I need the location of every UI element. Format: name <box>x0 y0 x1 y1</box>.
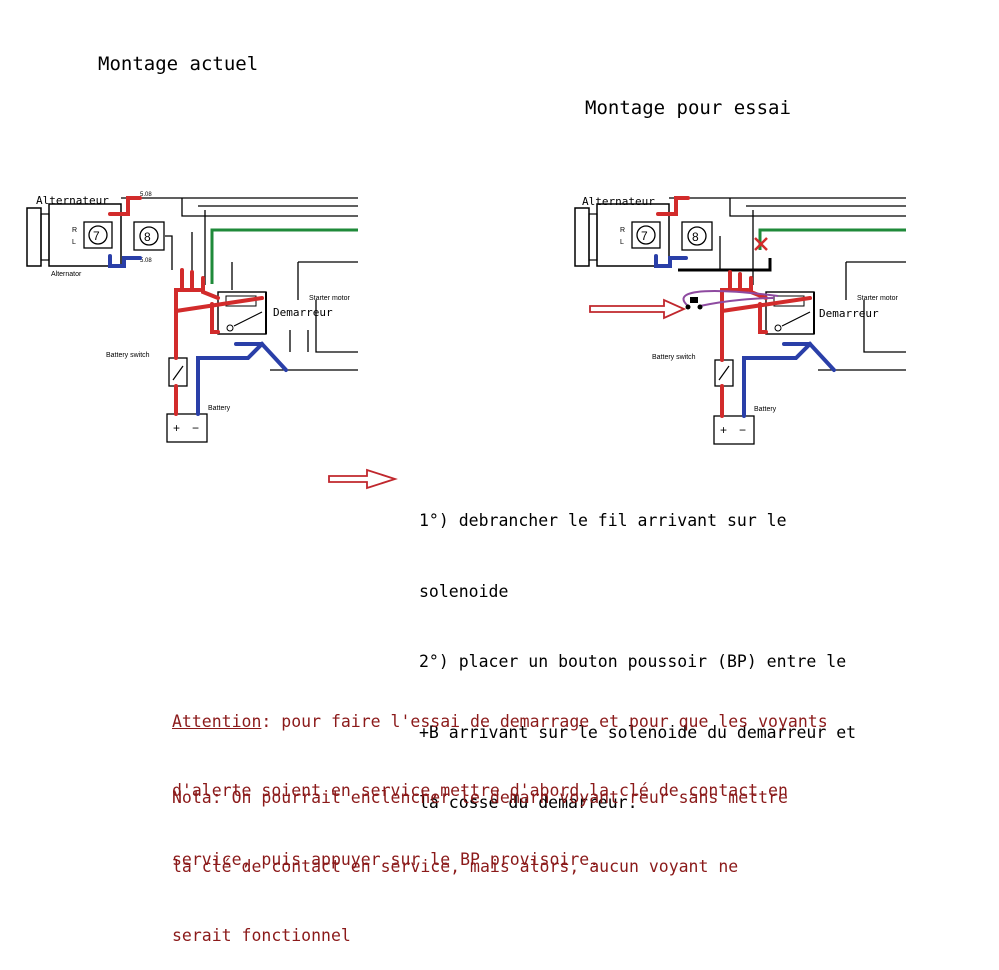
attention-label: Attention <box>172 712 262 731</box>
demarreur-label-2: Demarreur <box>819 307 879 320</box>
battery-label: Battery <box>208 405 231 412</box>
terminal-7-label-2: 7 <box>641 229 648 243</box>
terminal-r-label: R <box>72 227 77 234</box>
instruction-line-5: la cosse du demarreur. <box>419 793 638 812</box>
battery-plus-2: + <box>720 423 727 437</box>
attention-line-1: Attention: pour faire l'essai de demarra… <box>172 710 828 733</box>
starter-motor-label: Starter motor <box>309 295 351 302</box>
push-button-icon <box>682 290 779 310</box>
diagram-current: 7 R L Alternator 8 Alternateur 5 <box>26 192 358 443</box>
battery-plus: + <box>173 421 180 435</box>
demarreur-label: Demarreur <box>273 306 333 319</box>
battery-switch-label-2: Battery switch <box>652 354 696 361</box>
regulator-unit: 8 <box>133 221 165 251</box>
terminal-l-label: L <box>72 239 76 246</box>
alternateur-label-2: Alternateur <box>582 195 655 208</box>
terminal-8-label: 8 <box>144 230 151 244</box>
blue-wires <box>108 254 288 416</box>
nota-line-1: Nota: On pourrait enclencher le demarn v… <box>172 788 788 807</box>
diagram-test: 7 R L 8 Alternateur <box>574 195 906 445</box>
battery-icon-2: + − <box>713 415 755 445</box>
cut-mark-icon <box>754 237 768 251</box>
attention-line-2: d'alerte soient en service,mettre d'abor… <box>172 781 788 800</box>
terminal-l-label-2: L <box>620 239 624 246</box>
instruction-line-3: 2°) placer un bouton poussoir (BP) entre… <box>419 652 847 671</box>
starter-solenoid <box>217 291 267 335</box>
title-test-setup: Montage pour essai <box>585 97 791 119</box>
wiring-schematics: 7 R L Alternator 8 Alternateur 5 <box>26 192 906 490</box>
terminal-8-label-2: 8 <box>692 230 699 244</box>
arrow-right-icon-2 <box>328 468 398 490</box>
starter-solenoid-2 <box>765 291 815 335</box>
switch-icon-2 <box>714 359 734 387</box>
green-wire <box>210 228 358 284</box>
battery-minus-2: − <box>739 423 746 437</box>
red-wires <box>108 196 264 416</box>
switch-icon <box>168 357 188 387</box>
wire-code-bottom: 5.08 <box>140 258 152 264</box>
nota-line-3: serait fonctionnel <box>172 926 351 945</box>
wire-code-top: 5.08 <box>140 192 152 198</box>
green-wire-2 <box>758 228 906 250</box>
attention-note: Attention: pour faire l'essai de demarra… <box>172 664 828 894</box>
instruction-line-1: 1°) debrancher le fil arrivant sur le <box>419 511 787 530</box>
battery-icon: + − <box>166 413 208 443</box>
alternateur-label: Alternateur <box>36 194 109 207</box>
attention-line-1-rest: : pour faire l'essai de demarrage et pou… <box>261 712 828 731</box>
terminal-7-label: 7 <box>93 229 100 243</box>
nota-line-2: la clé de contact en service, mais alors… <box>172 857 739 876</box>
blue-wires-2 <box>654 254 836 418</box>
battery-label-2: Battery <box>754 406 777 413</box>
title-current-setup: Montage actuel <box>98 53 259 75</box>
alternator-label-en: Alternator <box>51 271 82 278</box>
arrow-right-icon <box>589 298 687 320</box>
instructions: 1°) debrancher le fil arrivant sur le so… <box>419 462 856 838</box>
regulator-unit-2: 8 <box>681 221 713 251</box>
alternator-unit-2: 7 R L <box>574 203 670 267</box>
instruction-line-4: +B arrivant sur le solenoide du demarreu… <box>419 722 857 742</box>
terminal-r-label-2: R <box>620 227 625 234</box>
starter-motor-label-2: Starter motor <box>857 295 899 302</box>
battery-minus: − <box>192 421 199 435</box>
attention-line-3: service, puis appuyer sur le BP provisoi… <box>172 850 600 869</box>
alternator-unit: 7 R L Alternator <box>26 203 122 278</box>
battery-switch-label: Battery switch <box>106 352 150 359</box>
nota-note: Nota: On pourrait enclencher le demarn v… <box>172 740 788 970</box>
red-wires-2 <box>656 196 812 418</box>
instruction-line-2: solenoide <box>419 581 509 601</box>
black-bridge-wire <box>678 258 772 272</box>
